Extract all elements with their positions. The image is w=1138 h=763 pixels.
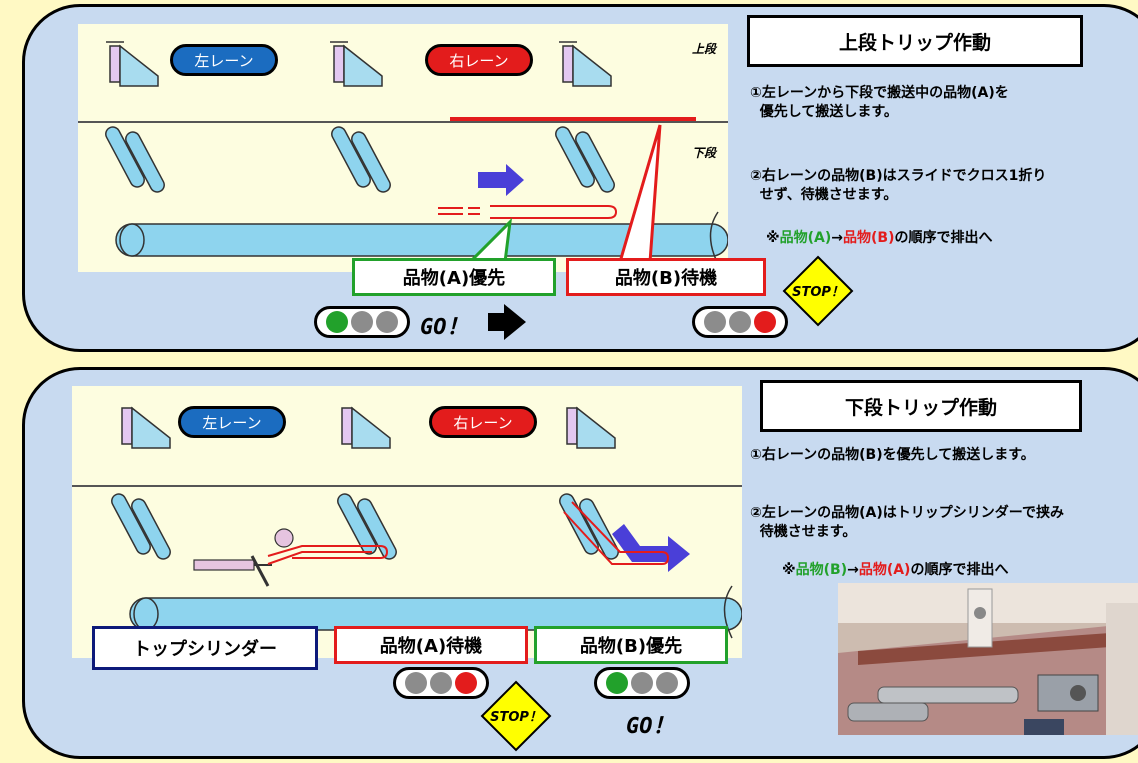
upper-level-label: 上段 (692, 42, 717, 56)
off-lamp-icon (351, 311, 373, 333)
bottom-callout-cylinder: トップシリンダー (92, 626, 318, 670)
top-desc-1: ①左レーンから下段で搬送中の品物(A)を 優先して搬送します。 (750, 85, 1009, 120)
top-title: 上段トリップ作動 (747, 15, 1083, 67)
green-lamp-icon (326, 311, 348, 333)
bottom-desc-2: ②左レーンの品物(A)はトリップシリンダーで挟み 待機させます。 (750, 505, 1064, 540)
off-lamp-icon (631, 672, 653, 694)
off-lamp-icon (729, 311, 751, 333)
off-lamp-icon (430, 672, 452, 694)
bottom-title: 下段トリップ作動 (760, 380, 1082, 432)
bottom-left-lane-badge: 左レーン (178, 406, 286, 438)
top-go-signal (314, 306, 410, 338)
bottom-go-signal (594, 667, 690, 699)
top-right-lane-badge: 右レーン (425, 44, 533, 76)
machine-photo (838, 583, 1138, 735)
green-lamp-icon (606, 672, 628, 694)
top-machine-diagram: 左レーン 右レーン 上段 下段 (78, 24, 728, 272)
red-lamp-icon (754, 311, 776, 333)
bottom-stop-text: STOP！ (490, 710, 542, 725)
top-go-text: GO！ (420, 315, 469, 340)
top-order-note: ※品物(A)→品物(B)の順序で排出へ (766, 230, 993, 246)
top-desc-2: ②右レーンの品物(B)はスライドでクロス1折り せず、待機させます。 (750, 168, 1047, 203)
lower-level-label: 下段 (692, 146, 717, 160)
off-lamp-icon (656, 672, 678, 694)
bottom-callout-b-priority: 品物(B)優先 (534, 626, 728, 664)
off-lamp-icon (405, 672, 427, 694)
bottom-callout-a-wait: 品物(A)待機 (334, 626, 528, 664)
off-lamp-icon (376, 311, 398, 333)
off-lamp-icon (704, 311, 726, 333)
bottom-desc-1: ①右レーンの品物(B)を優先して搬送します。 (750, 447, 1035, 463)
top-left-lane-badge: 左レーン (170, 44, 278, 76)
top-stop-text: STOP！ (792, 285, 844, 300)
bottom-stop-signal (393, 667, 489, 699)
bottom-right-lane-badge: 右レーン (429, 406, 537, 438)
red-lamp-icon (455, 672, 477, 694)
top-stop-sign: STOP！ (782, 255, 854, 327)
bottom-stop-sign: STOP！ (480, 680, 552, 752)
top-callout-a-priority: 品物(A)優先 (352, 258, 556, 296)
top-stop-signal (692, 306, 788, 338)
bottom-go-text: GO！ (626, 714, 675, 739)
bottom-machine-diagram: 左レーン 右レーン (72, 386, 742, 658)
top-callout-b-wait: 品物(B)待機 (566, 258, 766, 296)
bottom-order-note: ※品物(B)→品物(A)の順序で排出へ (782, 562, 1009, 578)
